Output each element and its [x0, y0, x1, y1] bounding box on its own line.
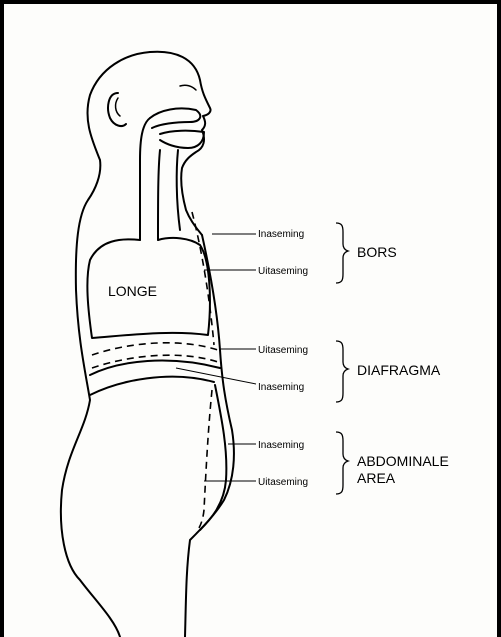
diafragma-label: DIAFRAGMA: [357, 362, 441, 378]
diafragma-inhale-label: Inaseming: [258, 382, 304, 393]
abdominale-label-line2: AREA: [357, 470, 396, 486]
abdominale-exhale-label: Uitaseming: [258, 477, 308, 488]
brace-bors: [336, 223, 348, 283]
brace-abdominale: [336, 432, 348, 494]
nasal-cavity: [150, 108, 200, 128]
abdominale-label-line1: ABDOMINALE: [357, 453, 449, 469]
abdominale-inhale-label: Inaseming: [258, 440, 304, 451]
diafragma-exhale-label: Uitaseming: [258, 345, 308, 356]
trachea: [140, 118, 150, 240]
bors-inhale-label: Inaseming: [258, 229, 304, 240]
ear: [108, 93, 126, 126]
lung-label: LONGE: [108, 283, 157, 299]
mouth: [160, 131, 204, 148]
diaphragm-dashed-upper: [92, 343, 218, 355]
brace-diafragma: [336, 341, 348, 402]
body-back-outline: [61, 52, 150, 637]
bors-exhale-label: Uitaseming: [258, 266, 308, 277]
abdomen-dashed-outline: [196, 390, 212, 532]
bors-label: BORS: [357, 244, 397, 260]
